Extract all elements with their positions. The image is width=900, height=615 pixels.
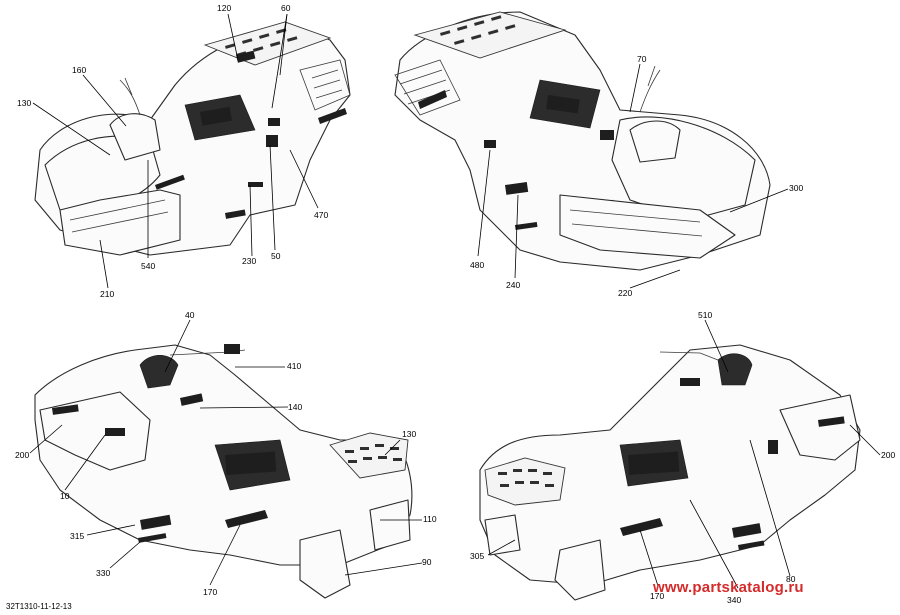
vehicle-view-front-left (34, 21, 351, 256)
vehicle-view-front-right (394, 11, 771, 271)
callout-labels: 120 60 160 130 470 540 230 50 210 70 300… (15, 3, 895, 605)
callout-60: 60 (281, 3, 291, 13)
callout-230: 230 (242, 256, 256, 266)
callout-170-left: 170 (203, 587, 217, 597)
callout-200-left: 200 (15, 450, 29, 460)
callout-315: 315 (70, 531, 84, 541)
watermark-link[interactable]: www.partskatalog.ru (653, 579, 804, 596)
callout-50: 50 (271, 251, 281, 261)
callout-200-right: 200 (881, 450, 895, 460)
callout-540: 540 (141, 261, 155, 271)
callout-240: 240 (506, 280, 520, 290)
callout-210: 210 (100, 289, 114, 299)
callout-480: 480 (470, 260, 484, 270)
callout-130-rear: 130 (402, 429, 416, 439)
callout-90: 90 (422, 557, 432, 567)
vehicle-view-rear-right (479, 344, 861, 601)
callout-220: 220 (618, 288, 632, 298)
callout-140: 140 (288, 402, 302, 412)
callout-330: 330 (96, 568, 110, 578)
vehicle-view-rear-left (34, 344, 413, 599)
callout-40: 40 (185, 310, 195, 320)
callout-470: 470 (314, 210, 328, 220)
callout-300: 300 (789, 183, 803, 193)
callout-510: 510 (698, 310, 712, 320)
callout-170-right: 170 (650, 591, 664, 601)
callout-340: 340 (727, 595, 741, 605)
callout-120: 120 (217, 3, 231, 13)
callout-70: 70 (637, 54, 647, 64)
callout-410: 410 (287, 361, 301, 371)
callout-80: 80 (786, 574, 796, 584)
callout-160: 160 (72, 65, 86, 75)
front-right-rack-grid (440, 15, 516, 45)
figure-code: 32T1310-11-12-13 (6, 602, 72, 611)
rear-rack-grid (345, 444, 402, 463)
leader-lines (29, 13, 881, 589)
rear-right-rack-grid (498, 469, 554, 487)
callout-110: 110 (423, 514, 437, 524)
callout-10: 10 (60, 491, 70, 501)
callout-305: 305 (470, 551, 484, 561)
callout-130: 130 (17, 98, 31, 108)
